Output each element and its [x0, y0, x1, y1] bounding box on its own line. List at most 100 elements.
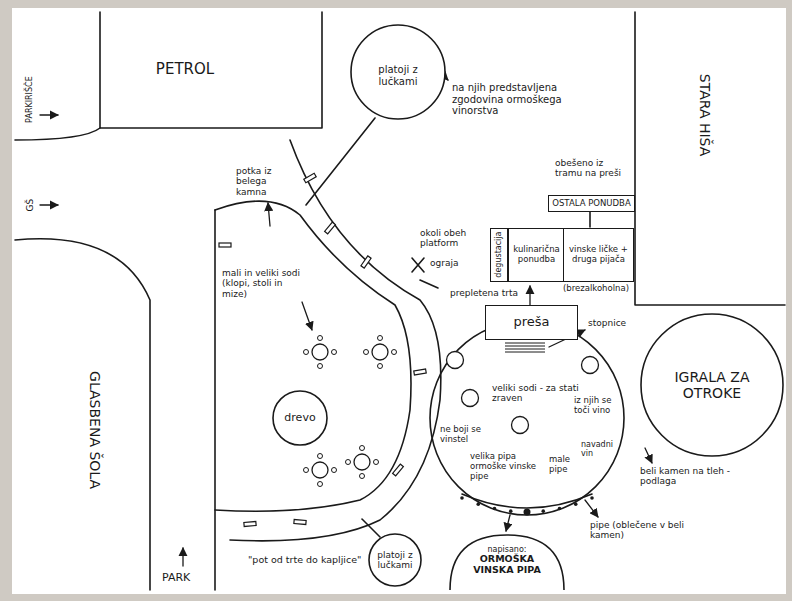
tap-row	[462, 494, 592, 508]
leader-arrow	[645, 448, 652, 463]
lamp-platform	[414, 369, 427, 375]
place-name: PARK	[162, 572, 207, 585]
node-text: napisano:	[487, 545, 526, 554]
note: na njih predstavljena zgodovina ormoškeg…	[452, 82, 587, 117]
node-text: IGRALA ZA OTROKE	[660, 369, 764, 401]
sign-box: OSTALA PONUDBA	[548, 195, 635, 212]
small-barrel	[318, 454, 323, 459]
stone-path-edge	[230, 140, 441, 541]
tap	[509, 509, 513, 513]
node-text: degustacija	[494, 232, 503, 278]
platform-circle	[430, 321, 624, 515]
note: stopnice	[588, 318, 638, 328]
stairs	[505, 349, 545, 350]
leader-arrow	[585, 500, 598, 517]
callout-circle-line	[369, 534, 421, 586]
note: okoli obeh platform	[420, 228, 486, 249]
booth-cell: kulinarična ponudba	[508, 228, 565, 282]
tap	[558, 507, 562, 511]
leader-arrow	[506, 515, 510, 531]
callout-circle: platoji z lučkami	[368, 533, 422, 587]
leader-arrow	[40, 114, 58, 115]
stairs	[505, 346, 545, 347]
callout-circle-line	[351, 25, 445, 119]
paper-sheet	[12, 8, 786, 594]
small-barrel	[332, 350, 337, 355]
lamp-platform	[361, 256, 371, 268]
note: velika pipa ormoške vinske pipe	[470, 452, 546, 481]
leader-arrow	[268, 203, 270, 226]
lamp-platform	[393, 464, 404, 476]
stairs	[505, 352, 545, 353]
building-area: STARA HIŠA	[680, 55, 730, 175]
note: ograja	[430, 258, 470, 268]
note: (brezalkoholna)	[563, 284, 633, 294]
leader-arrow	[182, 548, 183, 566]
small-barrel	[378, 364, 383, 369]
leader-arrow	[529, 286, 530, 305]
node-text: drevo	[284, 412, 315, 425]
fence-mark	[412, 258, 424, 272]
road-edge	[15, 128, 100, 140]
lamp-platform	[244, 521, 256, 526]
small-barrel	[360, 474, 365, 479]
node-text: PETROL	[156, 61, 214, 78]
lamp-platform	[304, 173, 316, 182]
tap	[590, 496, 594, 500]
leader-line	[306, 118, 375, 205]
note: "pot od trte do kapljice"	[248, 555, 363, 566]
note: veliki sodi - za stati zraven	[492, 383, 582, 404]
place-name: PARKIRIŠČE	[25, 65, 34, 135]
node-text: ORMOŠKA VINSKA PIPA	[464, 554, 550, 576]
node-text: preša	[513, 315, 549, 330]
small-barrel	[392, 350, 397, 355]
barrel	[354, 454, 370, 470]
barrel	[372, 344, 388, 360]
building-area: PETROL	[130, 55, 240, 85]
lamp-platform	[325, 222, 336, 234]
tap	[493, 507, 497, 511]
leader-line	[362, 519, 380, 537]
tap	[460, 496, 464, 500]
barrel	[312, 462, 328, 478]
big-barrel	[582, 357, 599, 374]
node-text: OSTALA PONUDBA	[552, 199, 630, 209]
booth-cell: vinske ličke + druga pijača	[563, 228, 634, 282]
big-barrel	[447, 352, 464, 369]
small-barrel	[318, 364, 323, 369]
road-edge	[15, 239, 150, 590]
leader-arrow	[302, 302, 312, 330]
note: obešeno iz tramu na preši	[555, 158, 631, 179]
tap	[574, 502, 578, 506]
big-barrel	[512, 417, 529, 434]
tap	[541, 509, 545, 513]
place-name: GLASBENA ŠOLA	[87, 355, 103, 505]
leader-line	[420, 280, 438, 288]
note: male pipe	[549, 455, 579, 475]
node-text: platoji z lučkami	[371, 550, 419, 571]
lamp-platform	[294, 519, 306, 524]
place-name: GŠ	[25, 190, 35, 220]
stairs	[505, 343, 545, 344]
small-barrel	[346, 460, 351, 465]
note: potka iz belega kamna	[236, 166, 294, 197]
small-barrel	[360, 446, 365, 451]
node-text: kulinarična ponudba	[511, 245, 562, 265]
fence-mark	[412, 258, 424, 272]
stone-path-edge	[215, 201, 411, 511]
lamp-platform	[219, 243, 231, 247]
node-text: STARA HIŠA	[697, 74, 713, 157]
small-barrel	[378, 336, 383, 341]
tap	[476, 502, 480, 506]
booth-cell: degustacija	[490, 228, 508, 282]
node-text: platoji z lučkami	[363, 64, 433, 87]
building-outline	[635, 12, 785, 305]
press-box: preša	[485, 305, 578, 340]
note: beli kamen na tleh - podlaga	[640, 466, 765, 487]
leader-arrow	[40, 204, 58, 205]
playground-circle: IGRALA ZA OTROKE	[640, 313, 784, 457]
note: navadni vin	[581, 440, 619, 458]
note: pipe (oblečene v beli kamen)	[590, 520, 700, 541]
node-text: vinske ličke + druga pijača	[566, 245, 631, 265]
